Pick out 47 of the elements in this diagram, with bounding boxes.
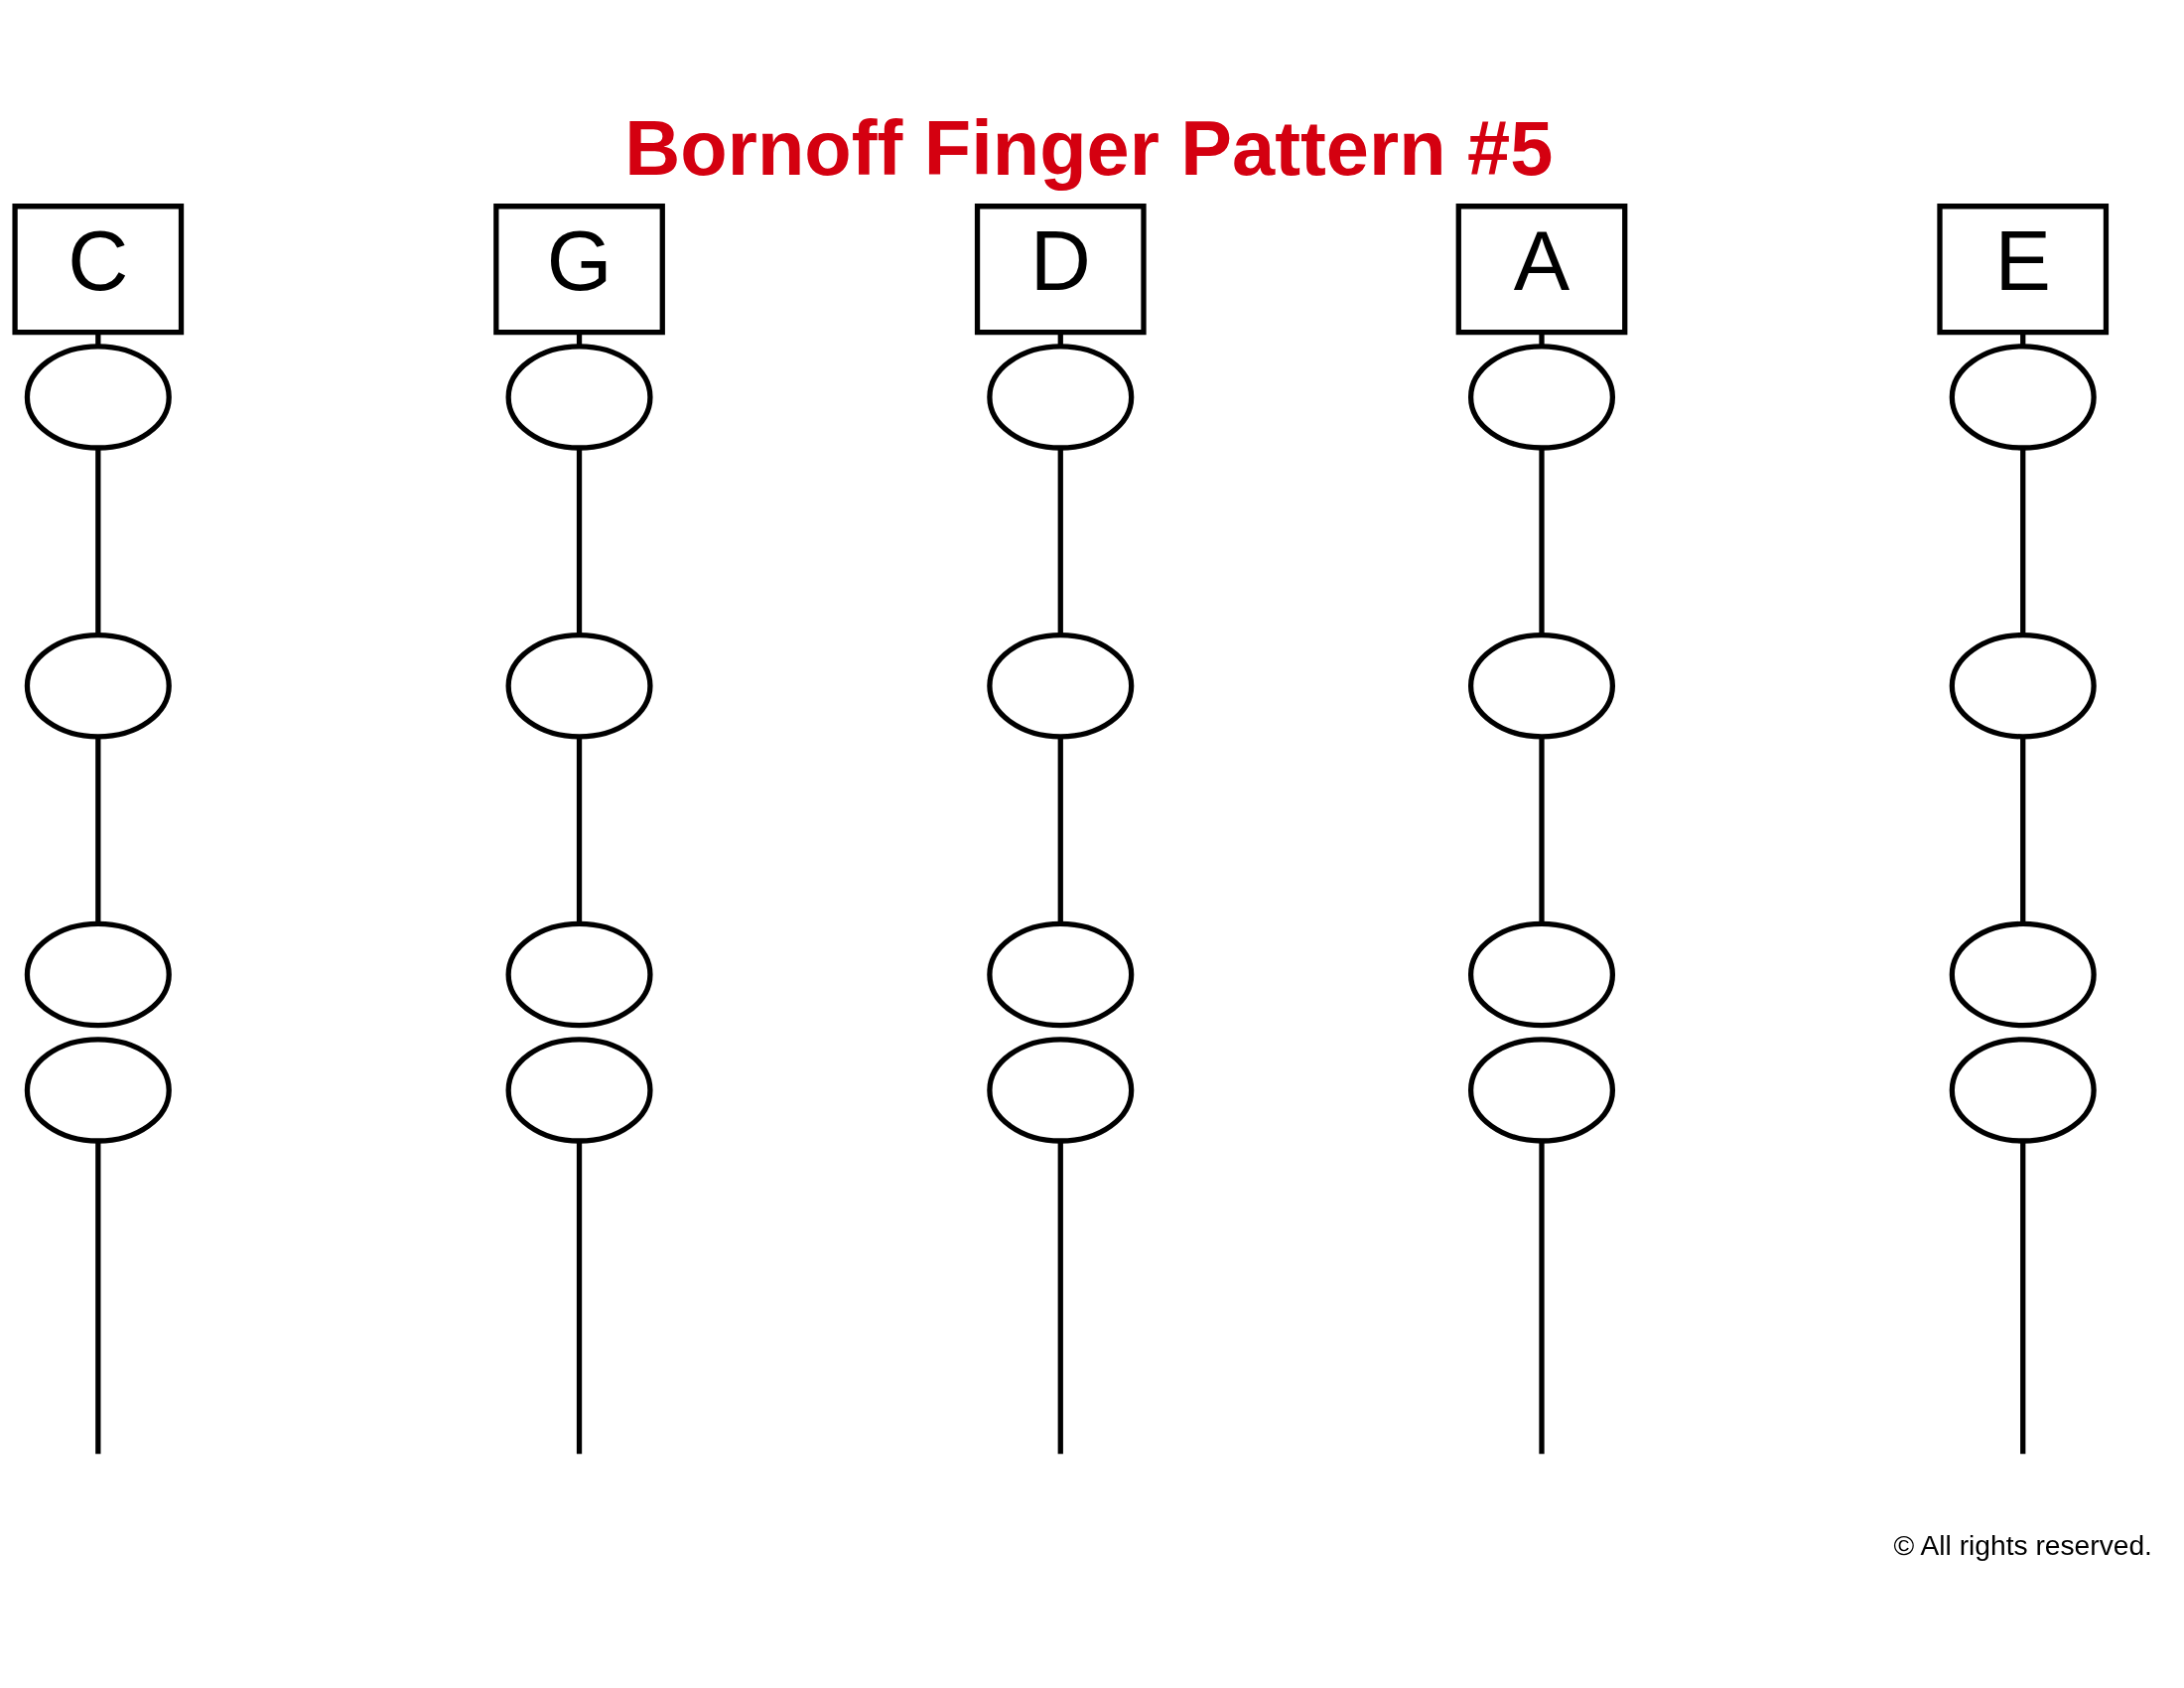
connector <box>576 1141 583 1455</box>
connector <box>95 1141 101 1455</box>
connector <box>1057 737 1063 924</box>
node-ellipse <box>505 1037 653 1144</box>
node-ellipse <box>1467 632 1616 740</box>
diagram-title: Bornoff Finger Pattern #5 <box>624 105 1554 192</box>
node-ellipse <box>505 632 653 740</box>
connector <box>2020 737 2026 924</box>
connector <box>1539 737 1545 924</box>
node-ellipse <box>1467 344 1616 451</box>
node-ellipse <box>505 344 653 451</box>
node-box: D <box>974 204 1147 336</box>
connector <box>1057 448 1063 635</box>
connector <box>576 737 583 924</box>
node-box: C <box>12 204 185 336</box>
connector <box>2020 1141 2026 1455</box>
node-ellipse <box>1949 344 2097 451</box>
node-ellipse <box>24 920 172 1029</box>
node-ellipse <box>505 920 653 1029</box>
node-ellipse <box>1949 1037 2097 1144</box>
node-ellipse <box>1467 920 1616 1029</box>
connector <box>2020 448 2026 635</box>
connector <box>576 332 583 347</box>
node-ellipse <box>1949 632 2097 740</box>
connector <box>1539 1141 1545 1455</box>
connector <box>576 448 583 635</box>
node-ellipse <box>987 1037 1135 1144</box>
connector <box>1539 332 1545 347</box>
node-ellipse <box>987 632 1135 740</box>
node-ellipse <box>987 344 1135 451</box>
connector <box>95 332 101 347</box>
node-box: A <box>1455 204 1628 336</box>
node-ellipse <box>24 344 172 451</box>
connector <box>2020 332 2026 347</box>
connector <box>95 737 101 924</box>
connector <box>95 448 101 635</box>
label: © All rights reserved. <box>1893 1528 2152 1561</box>
node-ellipse <box>1949 920 2097 1029</box>
node-ellipse <box>24 1037 172 1144</box>
connector <box>1539 448 1545 635</box>
node-box: G <box>493 204 665 336</box>
node-ellipse <box>1467 1037 1616 1144</box>
connector <box>1057 1141 1063 1455</box>
node-box: E <box>1937 204 2110 336</box>
node-ellipse <box>987 920 1135 1029</box>
node-ellipse <box>24 632 172 740</box>
connector <box>1057 332 1063 347</box>
